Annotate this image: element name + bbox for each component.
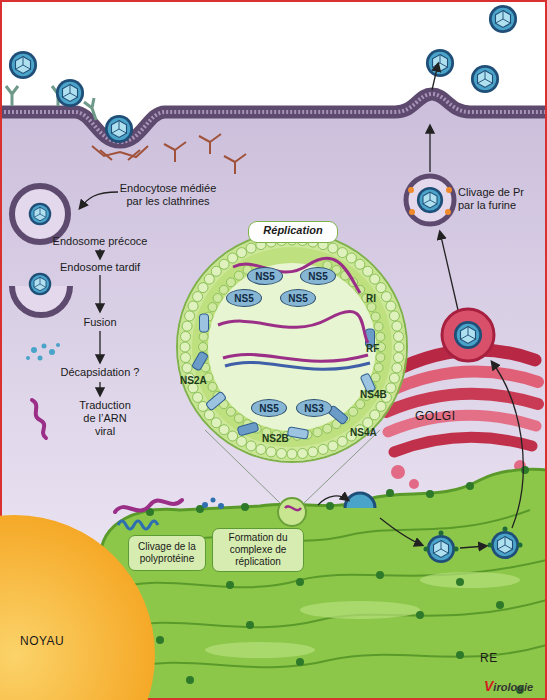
node-text: GOLGI: [415, 410, 456, 423]
secretory-vesicle: [406, 176, 454, 224]
endoplasmic-reticulum: [100, 469, 547, 700]
viral-rna: [285, 506, 301, 510]
node-text: NOYAU: [20, 635, 64, 648]
step-label: Décapsidation ?: [50, 366, 150, 379]
protein-label: NS4B: [360, 388, 394, 401]
early-endosome: [12, 186, 68, 242]
protein-oval: NS5: [251, 399, 287, 417]
process-box: Clivage de la polyprotéine: [128, 535, 206, 571]
node-text: RE: [480, 652, 498, 665]
virion: [454, 321, 482, 349]
er-highlights: [205, 572, 520, 658]
node-text: Réplication: [248, 221, 338, 243]
step-label: Traduction de l’ARN viral: [74, 399, 136, 438]
node-text: NS5: [255, 271, 274, 282]
polyprotein: [118, 521, 158, 529]
virion: [427, 535, 455, 563]
protein-oval: NS5: [247, 267, 283, 285]
node-text: Formation du complexe de réplication: [213, 532, 303, 568]
membrane-texture: [0, 94, 547, 142]
capsid-fragments: [26, 343, 60, 361]
replication-site: [278, 498, 306, 526]
flow-arrow: [440, 232, 458, 310]
protein-label: NS2B: [262, 432, 296, 445]
step-label: Fusion: [50, 316, 150, 329]
node-text: NS5: [259, 403, 278, 414]
node-text: NS5: [288, 293, 307, 304]
complex-label: RI: [366, 292, 390, 305]
virion: [491, 531, 519, 559]
protein-oval: NS5: [280, 289, 316, 307]
er-cisternae: [110, 510, 547, 670]
protein-oval: NS3: [296, 399, 332, 417]
step-label: Endocytose médiée par les clathrines: [118, 182, 218, 208]
viral-rna: [32, 400, 46, 438]
protein-label: NS4A: [350, 426, 384, 439]
golgi-stacks: [386, 350, 538, 452]
flow-arrow: [80, 192, 118, 208]
viral-rna: [115, 500, 182, 512]
step-label: Clivage de Pr par la furine: [458, 186, 536, 212]
prm-spikes: [424, 527, 523, 552]
step-label: Endosome tardif: [50, 261, 150, 274]
protein-label: NS2A: [180, 374, 214, 387]
protein-oval: NS5: [300, 267, 336, 285]
golgi-region: GOLGI: [375, 320, 540, 490]
step-label: Endosome précoce: [50, 235, 150, 248]
node-text: NS3: [304, 403, 323, 414]
protein-oval: NS5: [226, 289, 262, 307]
flow-arrow: [432, 64, 438, 90]
process-box: Formation du complexe de réplication: [212, 528, 304, 572]
node-text: NS5: [308, 271, 327, 282]
flow-arrow: [429, 126, 430, 172]
node-text: Clivage de la polyprotéine: [129, 541, 205, 565]
budding-virion: [345, 493, 375, 508]
golgi-cisterna: [442, 309, 494, 361]
plasma-membrane: [0, 94, 547, 142]
furin: [408, 187, 452, 215]
virion: [417, 187, 443, 213]
polyprotein-fragments: [202, 498, 224, 510]
er-region: RE Clivage de la polyprotéine Formation du…: [90, 470, 547, 700]
logo: Virologie: [484, 680, 544, 694]
ribosomes: [146, 466, 529, 694]
complex-label: RF: [366, 342, 390, 355]
node-text: NS5: [234, 293, 253, 304]
